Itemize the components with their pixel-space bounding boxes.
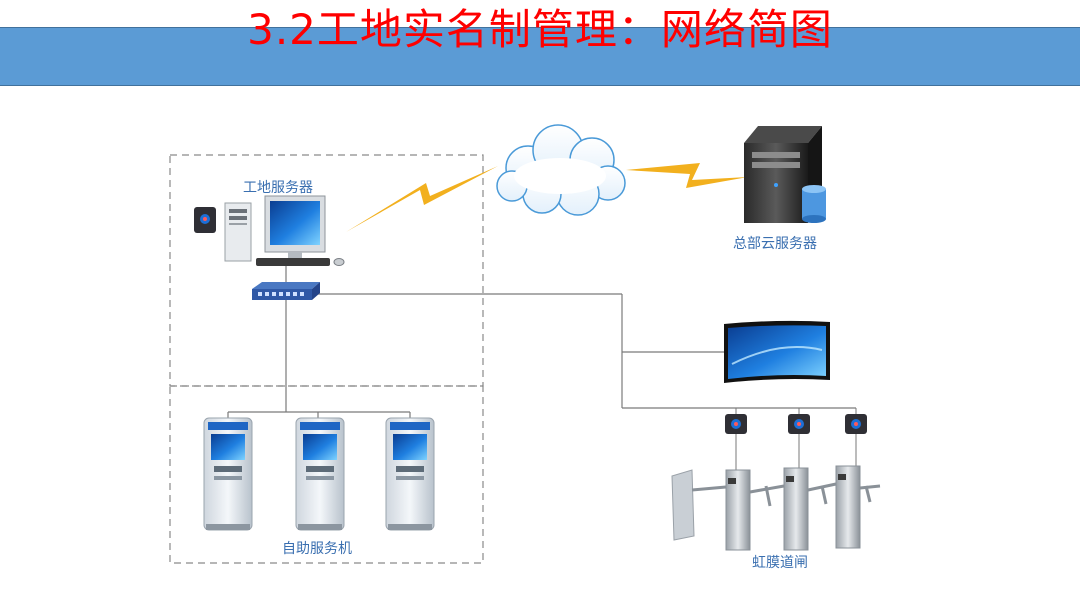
site-server-icon (194, 195, 345, 266)
kiosk-area-boundary (169, 385, 484, 564)
database-icon (802, 185, 826, 223)
label-hq-cloud-server: 总部云服务器 (733, 236, 817, 252)
keyboard-icon (256, 258, 330, 266)
self-service-kiosk-icon (203, 417, 253, 531)
self-service-kiosk-icon (385, 417, 435, 531)
turnstile-gate-icon (671, 465, 881, 551)
wireless-link-cloud-to-hq (626, 163, 748, 188)
network-switch-icon (252, 282, 320, 300)
hq-cloud-server-icon (744, 126, 826, 223)
iris-scanner-icon (788, 408, 810, 468)
wireless-link-site-to-cloud (346, 166, 498, 232)
mouse-icon (333, 258, 345, 266)
label-iris-gate: 虹膜道闸 (752, 555, 808, 571)
display-screen-icon (724, 320, 830, 383)
title-bar (0, 27, 1080, 86)
label-site-server: 工地服务器 (243, 180, 313, 196)
slide-title: 3.2工地实名制管理：网络简图 (247, 5, 833, 54)
iris-scanner-icon (845, 408, 867, 466)
site-area-boundary (169, 154, 484, 387)
iris-scanner-icon (725, 408, 747, 470)
self-service-kiosk-icon (295, 417, 345, 531)
label-self-service-kiosk: 自助服务机 (282, 541, 352, 557)
